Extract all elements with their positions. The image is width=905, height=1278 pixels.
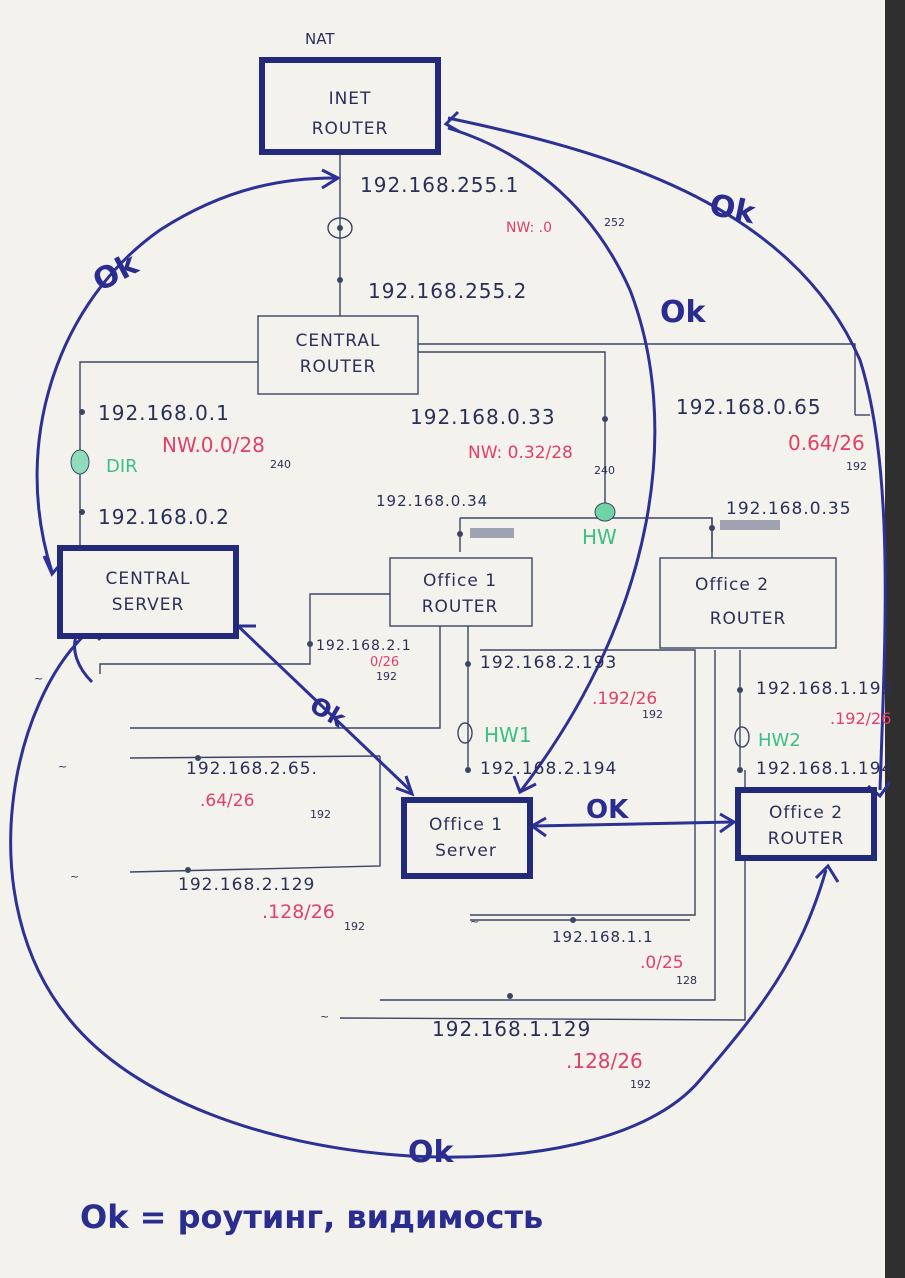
- segment-hw1: HW1: [484, 723, 532, 747]
- mask-o2c: 192: [630, 1078, 651, 1091]
- network-labels: NW: .0 252 NW.0.0/28 240 NW: 0.32/28 240…: [162, 216, 891, 1091]
- nat-switch-icon: [327, 217, 353, 239]
- ip-office2-r-b: 192.168.1.1: [552, 928, 654, 946]
- wiring: ~ ~ ~ ~ ~: [34, 152, 870, 1023]
- office1-router-line1: Office 1: [423, 571, 497, 591]
- net-o1c: .64/26: [200, 791, 254, 811]
- nat-label: NAT: [305, 30, 335, 48]
- paper-edge: [885, 0, 905, 1278]
- central-server-line2: SERVER: [112, 595, 185, 615]
- device-office1-server: Office 1 Server: [401, 797, 533, 879]
- net-inet: NW: .0: [506, 220, 552, 236]
- office2-router-bottom-line1: Office 2: [769, 803, 843, 823]
- legend-text: Ok = роутинг, видимость: [80, 1198, 543, 1236]
- ip-office1-r-a: 192.168.2.1: [316, 638, 412, 654]
- ip-central-hw: 192.168.0.33: [410, 405, 556, 429]
- ip-office2-server: 192.168.1.194: [756, 759, 893, 779]
- ip-central-mgt: 192.168.0.65: [676, 395, 822, 419]
- office1-server-line2: Server: [435, 841, 497, 861]
- svg-text:~: ~: [70, 870, 79, 883]
- central-router-line2: ROUTER: [300, 357, 377, 377]
- ip-office2-router-up: 192.168.0.35: [726, 499, 852, 519]
- ip-office1-r-b: 192.168.2.193: [480, 653, 617, 673]
- net-o1a: 0/26: [370, 655, 399, 670]
- net-o1d: .128/26: [262, 901, 335, 923]
- ok-links: [9, 110, 892, 1159]
- scribble-mark: [720, 520, 780, 530]
- segment-dir: DIR: [106, 456, 138, 477]
- office2-router-bottom-line2: ROUTER: [768, 829, 845, 849]
- ip-office2-r-a: 192.168.1.193: [756, 679, 893, 699]
- segment-labels: DIR HW HW1 HW2: [106, 456, 801, 751]
- ip-central-dir: 192.168.0.1: [98, 401, 230, 425]
- device-office1-router: Office 1 ROUTER: [389, 557, 533, 627]
- svg-text:~: ~: [58, 760, 67, 773]
- office1-server-line1: Office 1: [429, 815, 503, 835]
- ip-office1-server: 192.168.2.194: [480, 759, 617, 779]
- net-dir: NW.0.0/28: [162, 433, 265, 457]
- device-office2-router-bottom: Office 2 ROUTER: [735, 787, 877, 861]
- svg-text:~: ~: [320, 1010, 329, 1023]
- net-o2c: .128/26: [566, 1049, 643, 1073]
- inet-router-line2: ROUTER: [312, 119, 389, 139]
- scribble-mark: [470, 528, 514, 538]
- office2-router-line1: Office 2: [695, 575, 769, 595]
- mask-o1c: 192: [310, 808, 331, 821]
- net-mgt: 0.64/26: [788, 431, 865, 455]
- mask-o2b: 128: [676, 974, 697, 987]
- ip-office2-r-c: 192.168.1.129: [432, 1017, 591, 1041]
- office2-router-line2: ROUTER: [710, 609, 787, 629]
- mask-o1d: 192: [344, 920, 365, 933]
- net-hw: NW: 0.32/28: [468, 443, 573, 463]
- svg-text:~: ~: [34, 672, 43, 685]
- mask-hw: 240: [594, 464, 615, 477]
- device-central-router: CENTRAL ROUTER: [257, 315, 419, 395]
- mask-o1b: 192: [642, 708, 663, 721]
- net-o2b: .0/25: [640, 953, 684, 973]
- ok-label-office1-office2: OK: [586, 795, 629, 825]
- net-o2a: .192/26: [830, 709, 891, 728]
- ip-office1-r-c: 192.168.2.65.: [186, 759, 318, 779]
- ip-central-wan: 192.168.255.2: [368, 279, 527, 303]
- segment-hw: HW: [582, 525, 617, 549]
- net-o1b: .192/26: [592, 689, 657, 709]
- ip-inet-lan: 192.168.255.1: [360, 173, 519, 197]
- mask-inet: 252: [604, 216, 625, 229]
- ip-office1-r-d: 192.168.2.129: [178, 875, 315, 895]
- device-office2-router: Office 2 ROUTER: [659, 557, 837, 649]
- svg-text:~: ~: [470, 915, 479, 928]
- central-server-line1: CENTRAL: [106, 569, 191, 589]
- mask-o1a: 192: [376, 670, 397, 683]
- ip-office1-router-up: 192.168.0.34: [376, 492, 488, 510]
- office1-router-line2: ROUTER: [422, 597, 499, 617]
- central-router-line1: CENTRAL: [296, 331, 381, 351]
- inet-router-line1: INET: [329, 89, 372, 109]
- ok-label-central-office2: Ok: [408, 1135, 455, 1170]
- mask-mgt: 192: [846, 460, 867, 473]
- mask-dir: 240: [270, 458, 291, 471]
- ip-labels: 192.168.255.1 192.168.255.2 192.168.0.1 …: [98, 173, 893, 1041]
- ip-central-server: 192.168.0.2: [98, 505, 230, 529]
- device-inet-router: INET ROUTER: [259, 57, 441, 155]
- device-central-server: CENTRAL SERVER: [57, 545, 239, 639]
- segment-hw2: HW2: [758, 730, 801, 751]
- ok-label-office1-inet: Ok: [660, 295, 707, 330]
